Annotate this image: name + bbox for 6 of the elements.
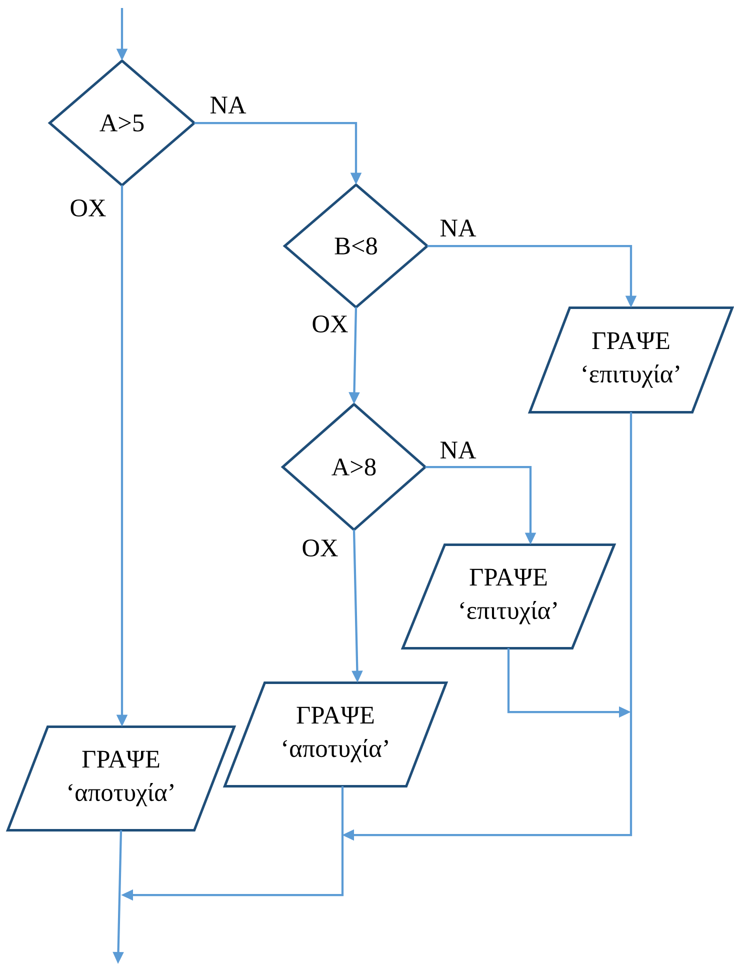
edge-label: ΝΑ <box>440 220 476 236</box>
edge-label: ΝΑ <box>210 96 246 114</box>
edge-label: ΟΧ <box>70 200 106 217</box>
edge-label: ΟΧ <box>312 316 348 333</box>
edge-label: ΟΧ <box>302 540 338 557</box>
edge-label: ΝΑ <box>440 442 476 458</box>
